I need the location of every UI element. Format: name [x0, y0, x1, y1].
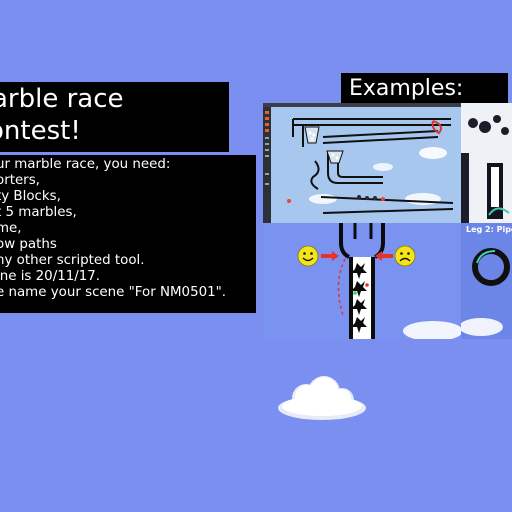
- cloud-icon: [278, 376, 366, 420]
- title-line-2: ontest!: [0, 116, 81, 146]
- example-thumbnail-stand: [461, 103, 512, 223]
- example-thumbnail-pipe: [263, 223, 461, 339]
- title-line-1: arble race: [0, 84, 124, 114]
- examples-label: Examples:: [349, 76, 464, 101]
- rule-line: ny other scripted tool.: [0, 253, 145, 268]
- red-arrow-icon: [375, 251, 393, 261]
- example-thumbnail-leg2: Leg 2: Pipe: [461, 223, 512, 339]
- leg2-scene-art: [461, 223, 512, 339]
- rule-line: me,: [0, 221, 22, 236]
- happy-smiley-icon: [297, 245, 319, 267]
- rule-line: orters,: [0, 173, 40, 188]
- stand-scene-art: [461, 103, 512, 223]
- red-arrow-icon: [321, 251, 339, 261]
- rule-line: ty Blocks,: [0, 189, 61, 204]
- examples-panel: Examples:: [341, 73, 508, 103]
- example-thumbnail-editor: [263, 103, 461, 223]
- editor-scene-art: [263, 103, 461, 223]
- rule-line: e name your scene "For NM0501".: [0, 285, 227, 300]
- rule-line: t 5 marbles,: [0, 205, 77, 220]
- rule-line: ow paths: [0, 237, 57, 252]
- thumbnail-caption: Leg 2: Pipe: [466, 225, 512, 234]
- rule-line: ur marble race, you need:: [0, 157, 171, 172]
- rule-line: ine is 20/11/17.: [0, 269, 101, 284]
- rules-panel: ur marble race, you need: orters, ty Blo…: [0, 155, 256, 313]
- pipe-scene-art: [263, 223, 461, 339]
- sad-smiley-icon: [394, 245, 416, 267]
- title-panel: arble race ontest!: [0, 82, 229, 152]
